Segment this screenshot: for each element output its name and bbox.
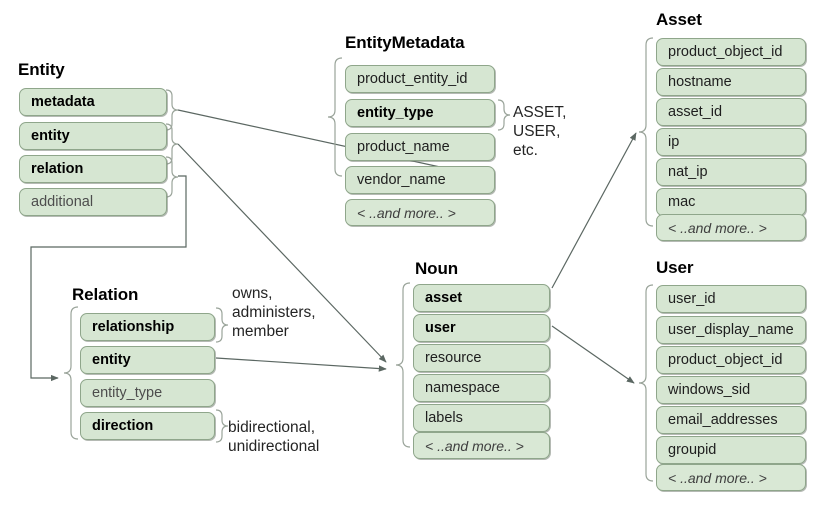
field-noun-user[interactable]: user: [413, 314, 550, 342]
field-asset-ip[interactable]: ip: [656, 128, 806, 156]
field-noun-resource[interactable]: resource: [413, 344, 550, 372]
field-entity-relation[interactable]: relation: [19, 155, 167, 183]
field-asset-more[interactable]: < ..and more.. >: [656, 214, 806, 241]
field-user-user-display-name[interactable]: user_display_name: [656, 316, 806, 344]
field-relation-relationship[interactable]: relationship: [80, 313, 215, 341]
note-direction-values: bidirectional, unidirectional: [228, 419, 320, 455]
field-entity-metadata[interactable]: metadata: [19, 88, 167, 116]
field-asset-product-object-id[interactable]: product_object_id: [656, 38, 806, 66]
field-user-email-addresses[interactable]: email_addresses: [656, 406, 806, 434]
field-noun-namespace[interactable]: namespace: [413, 374, 550, 402]
field-entity-additional[interactable]: additional: [19, 188, 167, 216]
group-title-user: User: [656, 258, 694, 277]
field-asset-hostname[interactable]: hostname: [656, 68, 806, 96]
field-asset-mac[interactable]: mac: [656, 188, 806, 216]
field-relation-entity-type[interactable]: entity_type: [80, 379, 215, 407]
group-title-entity: Entity: [18, 60, 65, 79]
field-entitymetadata-more[interactable]: < ..and more.. >: [345, 199, 495, 226]
field-noun-asset[interactable]: asset: [413, 284, 550, 312]
note-relationship-values: owns, administers, member: [232, 285, 316, 340]
field-user-user-id[interactable]: user_id: [656, 285, 806, 313]
field-noun-more[interactable]: < ..and more.. >: [413, 432, 550, 459]
group-title-asset: Asset: [656, 10, 702, 29]
field-relation-direction[interactable]: direction: [80, 412, 215, 440]
field-user-groupid[interactable]: groupid: [656, 436, 806, 464]
field-entitymetadata-entity-type[interactable]: entity_type: [345, 99, 495, 127]
field-user-windows-sid[interactable]: windows_sid: [656, 376, 806, 404]
field-relation-entity[interactable]: entity: [80, 346, 215, 374]
field-entity-entity[interactable]: entity: [19, 122, 167, 150]
field-user-product-object-id[interactable]: product_object_id: [656, 346, 806, 374]
field-entitymetadata-product-name[interactable]: product_name: [345, 133, 495, 161]
field-asset-asset-id[interactable]: asset_id: [656, 98, 806, 126]
field-entitymetadata-product-entity-id[interactable]: product_entity_id: [345, 65, 495, 93]
field-entitymetadata-vendor-name[interactable]: vendor_name: [345, 166, 495, 194]
group-title-entity-metadata: EntityMetadata: [345, 33, 465, 52]
group-title-relation: Relation: [72, 285, 139, 304]
field-asset-nat-ip[interactable]: nat_ip: [656, 158, 806, 186]
field-noun-labels[interactable]: labels: [413, 404, 550, 432]
group-title-noun: Noun: [415, 259, 459, 278]
note-entity-type-values: ASSET, USER, etc.: [513, 104, 567, 159]
field-user-more[interactable]: < ..and more.. >: [656, 464, 806, 491]
